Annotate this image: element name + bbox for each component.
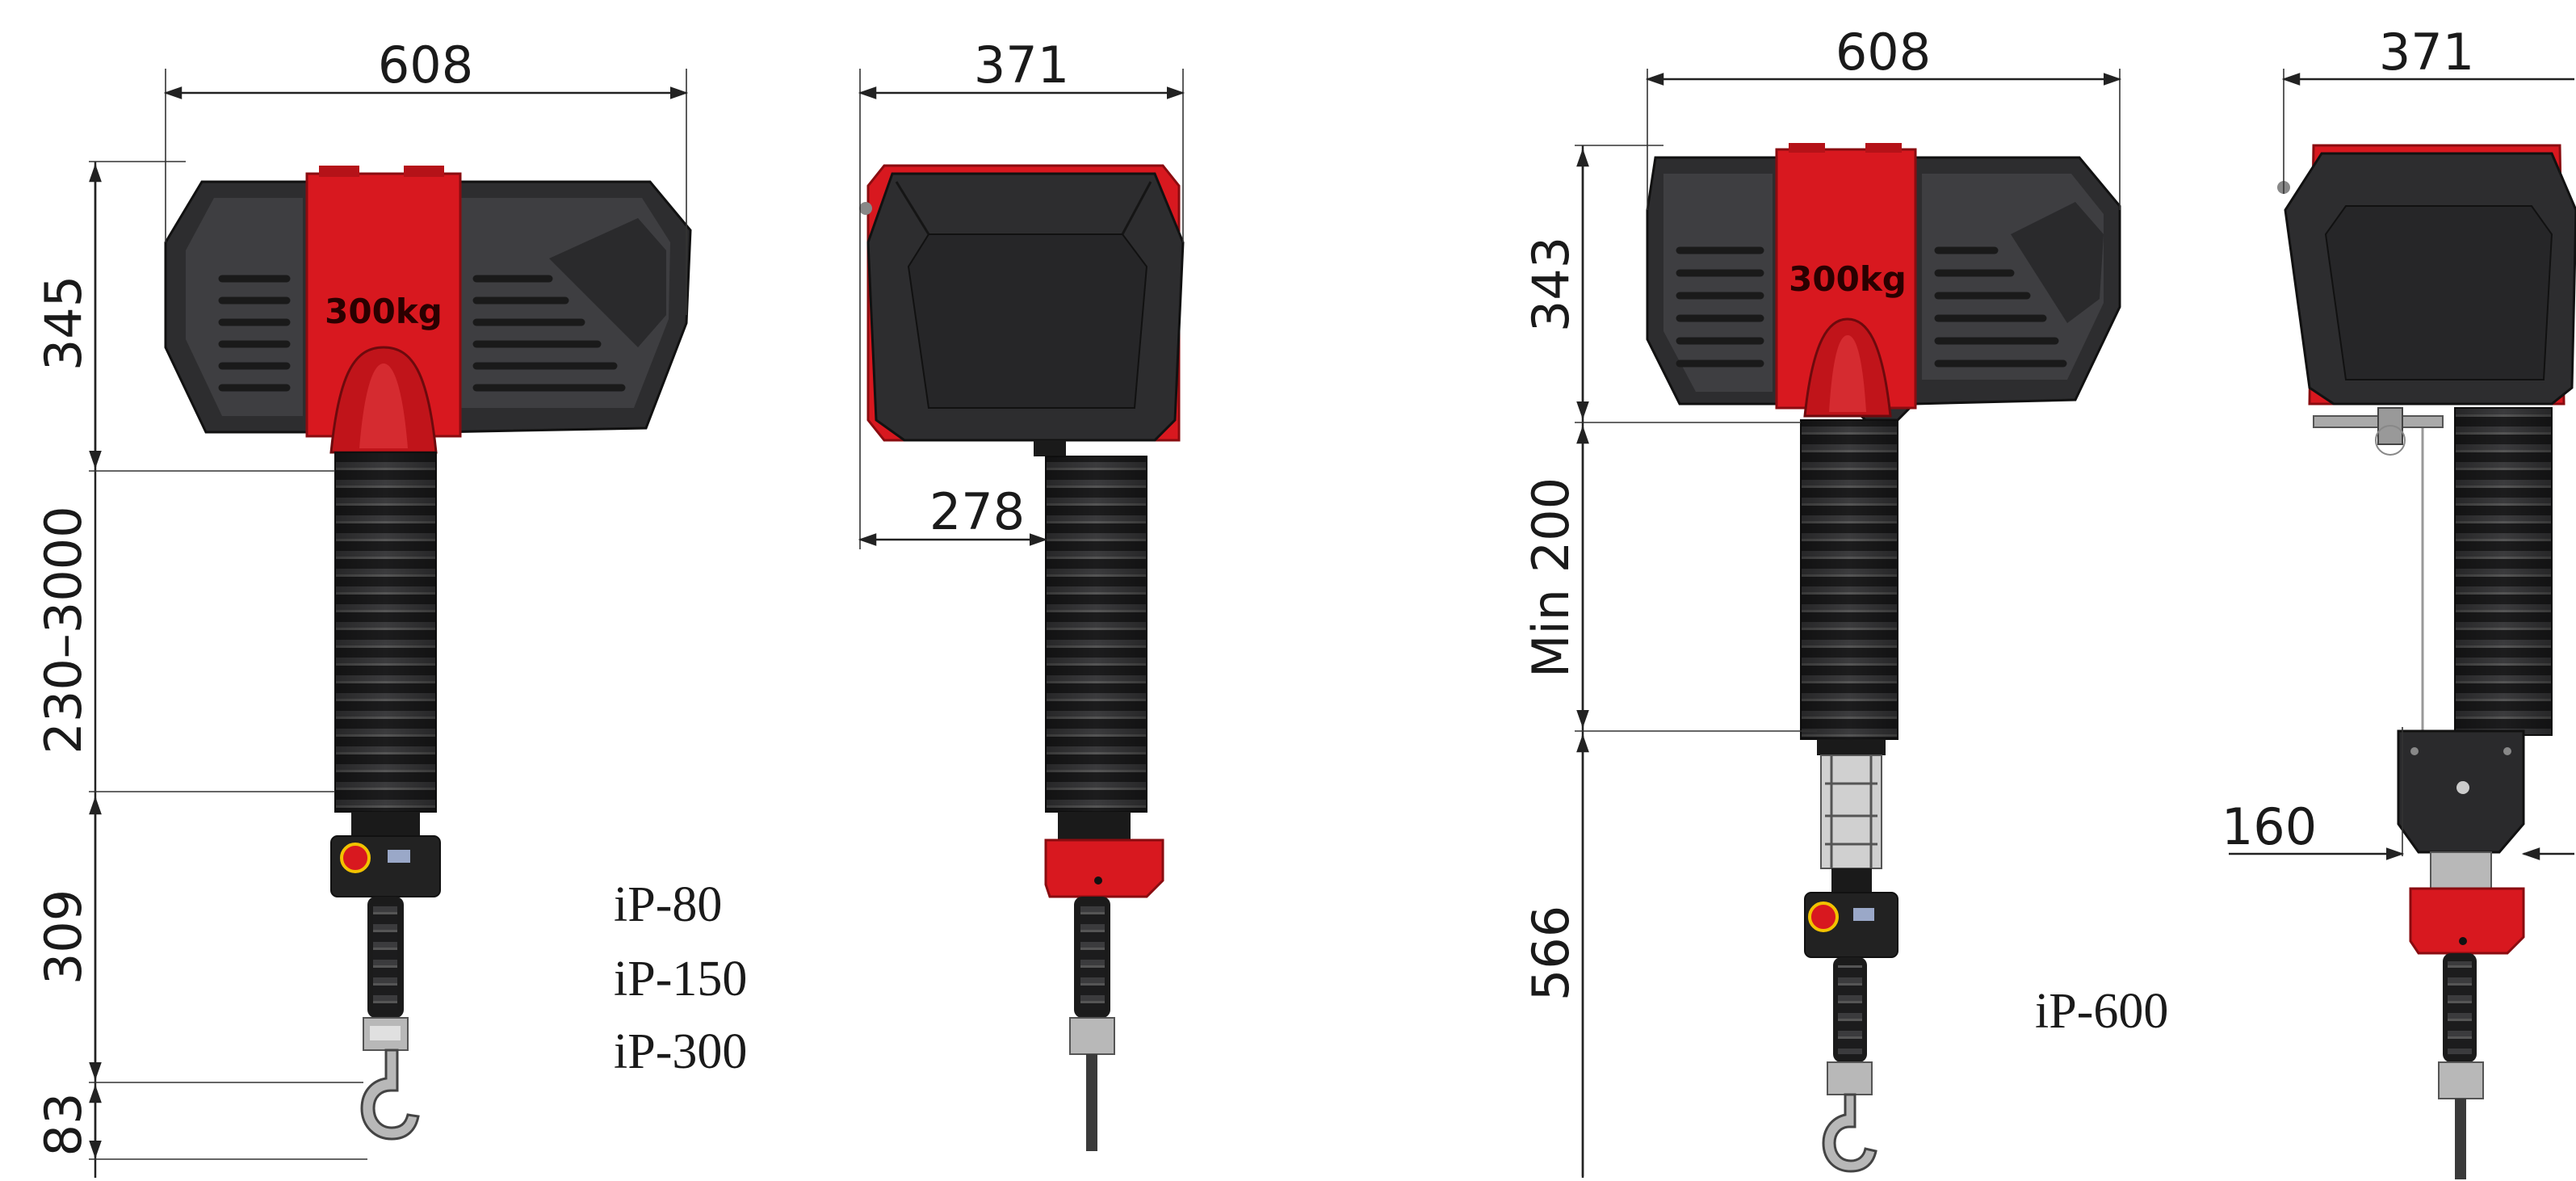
model-label-ip150: iP-150: [614, 952, 747, 1007]
dim-offset-a: 278: [929, 482, 1025, 541]
model-label-ip600: iP-600: [2035, 984, 2168, 1039]
variant-a-front-view: 300kg: [164, 166, 692, 1141]
dim-offset-b: 160: [2221, 797, 2317, 856]
dim-side-width-a: 371: [974, 36, 1069, 95]
dimensions-b: 608 371 160 343 Min 200 566: [1521, 23, 2574, 1178]
model-labels: iP-80 iP-150 iP-300 iP-600: [614, 877, 2168, 1079]
dim-handle-height-b: 566: [1521, 906, 1580, 1001]
dim-hook-height-a: 83: [34, 1093, 93, 1157]
dim-min-stroke-b: Min 200: [1521, 477, 1580, 678]
dim-handle-height-a: 309: [34, 889, 93, 985]
dimensions-a: 608 371 278 345 230–3000 309 83: [34, 36, 1185, 1178]
model-label-ip300: iP-300: [614, 1024, 747, 1079]
model-label-ip80: iP-80: [614, 877, 722, 932]
dim-stroke-range-a: 230–3000: [34, 506, 93, 754]
variant-a-side-view: [859, 164, 1185, 1151]
dim-front-width-b: 608: [1836, 23, 1931, 82]
dim-front-width-a: 608: [378, 36, 473, 95]
hook-icon: [360, 1049, 420, 1141]
dim-side-width-b: 371: [2379, 23, 2474, 82]
capacity-badge: 300kg: [325, 292, 443, 331]
variant-b-side-view: [2277, 144, 2576, 1179]
dim-body-height-b: 343: [1521, 237, 1580, 332]
variant-b-front-view: 300kg: [1646, 143, 2121, 1173]
capacity-badge-b: 300kg: [1789, 259, 1907, 299]
dim-body-height-a: 345: [34, 275, 93, 371]
emergency-stop-icon: [340, 843, 371, 873]
